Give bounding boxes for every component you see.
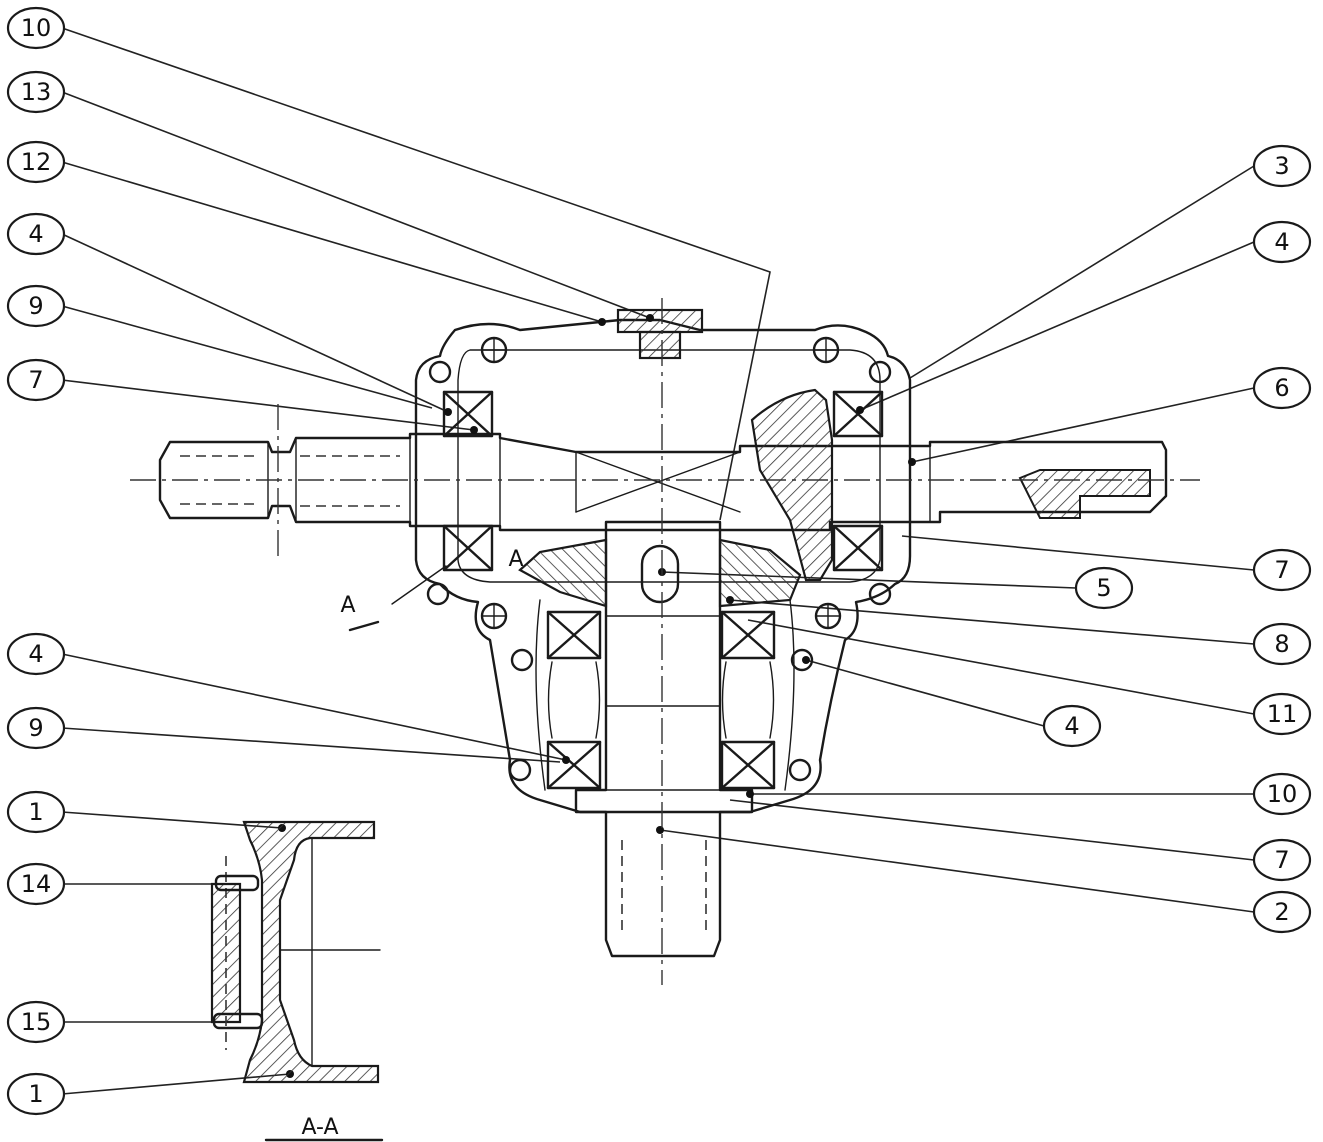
callout-4-right-upper: 4 xyxy=(1252,220,1312,264)
callout-9-upper: 9 xyxy=(6,284,66,328)
callout-11: 11 xyxy=(1252,692,1312,736)
leader-dots xyxy=(278,314,916,1078)
svg-text:9: 9 xyxy=(28,292,43,320)
svg-text:15: 15 xyxy=(21,1008,52,1036)
callout-13: 13 xyxy=(6,70,66,114)
horizontal-shaft xyxy=(158,432,1168,532)
top-plug xyxy=(616,308,704,360)
callout-4-center: 4 xyxy=(1042,704,1102,748)
callout-10-top: 10 xyxy=(6,6,66,50)
svg-text:1: 1 xyxy=(28,798,43,826)
gearbox-housing xyxy=(414,318,912,814)
leader-lines xyxy=(61,27,1255,1095)
svg-text:4: 4 xyxy=(1064,712,1079,740)
callout-14: 14 xyxy=(6,862,66,906)
section-marker-label: A xyxy=(340,593,355,618)
section-marker-a: A A xyxy=(340,547,524,632)
svg-text:5: 5 xyxy=(1096,574,1111,602)
section-view-a-a: A-A xyxy=(210,820,384,1142)
callout-6: 6 xyxy=(1252,366,1312,410)
callout-9-lower: 9 xyxy=(6,706,66,750)
section-marker-label-2: A xyxy=(508,547,523,572)
callout-5: 5 xyxy=(1074,566,1134,610)
callout-7-right-upper: 7 xyxy=(1252,548,1312,592)
callout-3: 3 xyxy=(1252,144,1312,188)
callout-2: 2 xyxy=(1252,890,1312,934)
svg-text:6: 6 xyxy=(1274,374,1289,402)
svg-text:9: 9 xyxy=(28,714,43,742)
svg-text:11: 11 xyxy=(1267,700,1298,728)
svg-text:13: 13 xyxy=(21,78,52,106)
callout-12: 12 xyxy=(6,140,66,184)
bevel-gears xyxy=(518,388,834,608)
svg-text:7: 7 xyxy=(28,366,43,394)
callout-7-left: 7 xyxy=(6,358,66,402)
svg-text:7: 7 xyxy=(1274,556,1289,584)
svg-text:8: 8 xyxy=(1274,630,1289,658)
callout-15: 15 xyxy=(6,1000,66,1044)
callout-7-right-lower: 7 xyxy=(1252,838,1312,882)
section-view-label: A-A xyxy=(301,1115,338,1140)
callout-4-left-lower: 4 xyxy=(6,632,66,676)
svg-text:4: 4 xyxy=(1274,228,1289,256)
svg-text:3: 3 xyxy=(1274,152,1289,180)
svg-text:4: 4 xyxy=(28,220,43,248)
callout-4-left-upper: 4 xyxy=(6,212,66,256)
callout-10-bottom: 10 xyxy=(1252,772,1312,816)
callout-8: 8 xyxy=(1252,622,1312,666)
svg-text:1: 1 xyxy=(28,1080,43,1108)
bolt-holes xyxy=(426,336,892,782)
vertical-shaft xyxy=(574,520,754,958)
centerlines xyxy=(130,298,1200,985)
svg-text:7: 7 xyxy=(1274,846,1289,874)
svg-text:2: 2 xyxy=(1274,898,1289,926)
svg-text:10: 10 xyxy=(1267,780,1298,808)
bearings xyxy=(442,390,884,790)
callout-1-lower: 1 xyxy=(6,1072,66,1116)
svg-text:14: 14 xyxy=(21,870,52,898)
callouts: 10 13 12 4 9 7 4 9 1 14 15 1 3 4 6 7 5 8… xyxy=(6,6,1312,1116)
callout-1-upper: 1 xyxy=(6,790,66,834)
svg-text:10: 10 xyxy=(21,14,52,42)
svg-text:4: 4 xyxy=(28,640,43,668)
svg-text:12: 12 xyxy=(21,148,52,176)
